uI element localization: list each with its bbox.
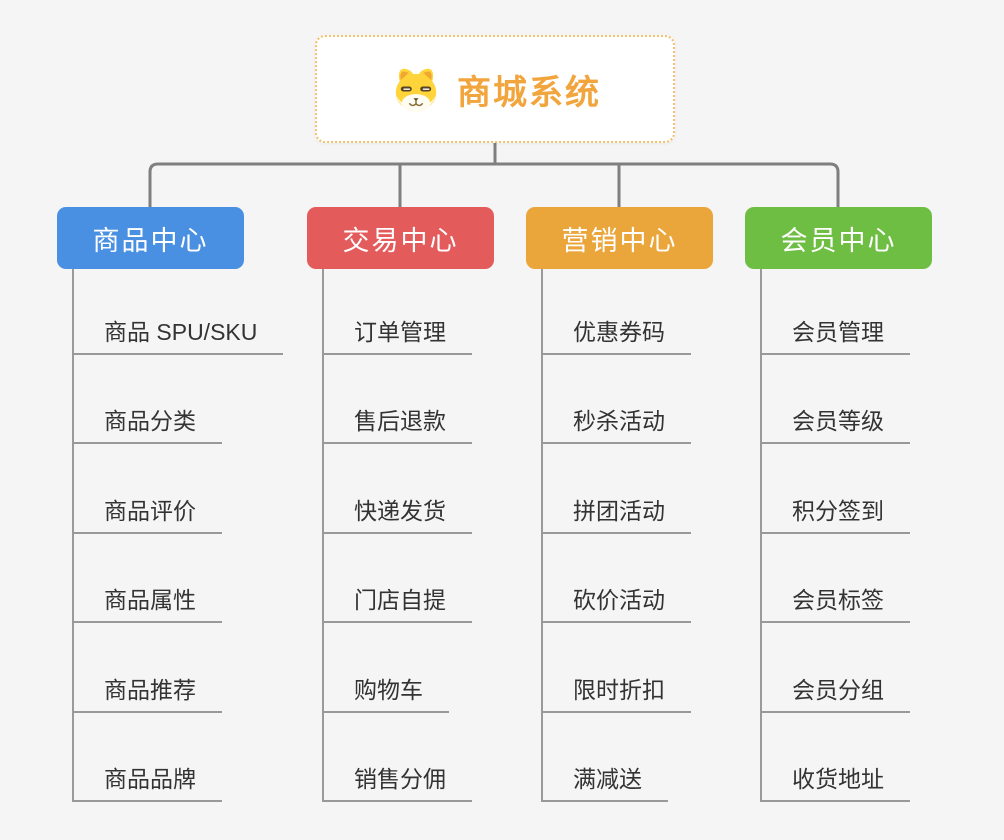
branch-group-marketing: 营销中心 优惠券码 秒杀活动 拼团活动 砍价活动 限时折扣 满减送 bbox=[526, 207, 713, 802]
child-node[interactable]: 会员分组 bbox=[760, 675, 910, 713]
child-node[interactable]: 快递发货 bbox=[322, 496, 472, 534]
child-node[interactable]: 商品推荐 bbox=[72, 675, 222, 713]
child-node[interactable]: 秒杀活动 bbox=[541, 406, 691, 444]
child-node[interactable]: 商品 SPU/SKU bbox=[72, 317, 284, 355]
child-node[interactable]: 拼团活动 bbox=[541, 496, 691, 534]
child-node[interactable]: 门店自提 bbox=[322, 585, 472, 623]
branch-label: 交易中心 bbox=[342, 225, 459, 256]
child-node[interactable]: 积分签到 bbox=[760, 496, 910, 534]
branch-group-product: 商品中心 商品 SPU/SKU 商品分类 商品评价 商品属性 商品推荐 商品品牌 bbox=[57, 207, 284, 802]
root-node[interactable]: 商城系统 bbox=[315, 35, 675, 143]
branch-label: 会员中心 bbox=[780, 225, 897, 256]
branch-group-trade: 交易中心 订单管理 售后退款 快递发货 门店自提 购物车 销售分佣 bbox=[307, 207, 494, 802]
branch-header-marketing-center[interactable]: 营销中心 bbox=[526, 207, 713, 269]
child-node[interactable]: 商品分类 bbox=[72, 406, 222, 444]
branch-column-line bbox=[541, 269, 543, 800]
branch-header-product-center[interactable]: 商品中心 bbox=[57, 207, 244, 269]
branch-label: 商品中心 bbox=[92, 225, 209, 256]
child-node[interactable]: 会员等级 bbox=[760, 406, 910, 444]
branch-group-member: 会员中心 会员管理 会员等级 积分签到 会员标签 会员分组 收货地址 bbox=[745, 207, 932, 802]
branch-header-trade-center[interactable]: 交易中心 bbox=[307, 207, 494, 269]
child-node[interactable]: 商品属性 bbox=[72, 585, 222, 623]
child-node[interactable]: 商品评价 bbox=[72, 496, 222, 534]
branch-bus-line bbox=[148, 162, 840, 207]
child-node[interactable]: 满减送 bbox=[541, 764, 668, 802]
child-node[interactable]: 收货地址 bbox=[760, 764, 910, 802]
child-node[interactable]: 售后退款 bbox=[322, 406, 472, 444]
child-node[interactable]: 限时折扣 bbox=[541, 675, 691, 713]
child-node[interactable]: 销售分佣 bbox=[322, 764, 472, 802]
child-node[interactable]: 购物车 bbox=[322, 675, 449, 713]
branch-column-line bbox=[72, 269, 74, 800]
child-node[interactable]: 会员管理 bbox=[760, 317, 910, 355]
child-node[interactable]: 会员标签 bbox=[760, 585, 910, 623]
child-node[interactable]: 订单管理 bbox=[322, 317, 472, 355]
dog-face-icon bbox=[395, 68, 437, 113]
branch-label: 营销中心 bbox=[561, 225, 678, 256]
root-title: 商城系统 bbox=[457, 73, 601, 112]
branch-column-line bbox=[322, 269, 324, 800]
branch-column-line bbox=[760, 269, 762, 800]
child-node[interactable]: 商品品牌 bbox=[72, 764, 222, 802]
child-node[interactable]: 砍价活动 bbox=[541, 585, 691, 623]
child-node[interactable]: 优惠券码 bbox=[541, 317, 691, 355]
branch-header-member-center[interactable]: 会员中心 bbox=[745, 207, 932, 269]
